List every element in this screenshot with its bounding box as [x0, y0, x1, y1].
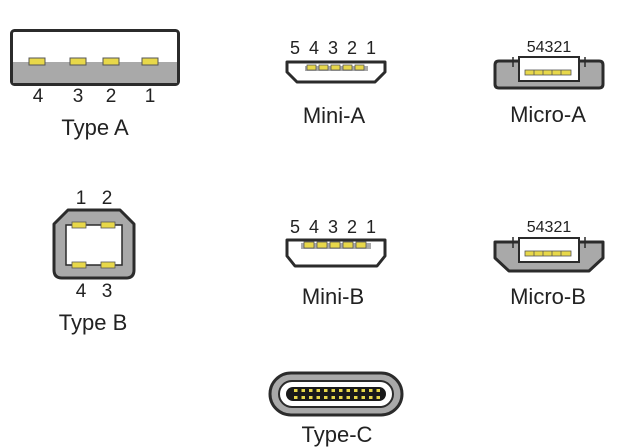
type-c-pin: [369, 389, 373, 392]
micro-a-connector-icon: [493, 54, 605, 92]
micro-b-connector-icon: [493, 234, 605, 274]
micro-b-pin-numbers: 54321: [526, 219, 572, 236]
type-c-connector-icon: [268, 371, 404, 417]
type-b-pin-2: 2: [101, 188, 113, 209]
type-c-pin: [339, 396, 343, 399]
type-c-pin: [309, 389, 313, 392]
type-c-pin: [324, 389, 328, 392]
type-b-pin-3: 3: [101, 281, 113, 302]
type-a-pin-1: 1: [144, 86, 156, 107]
type-c-pin: [316, 396, 320, 399]
type-c-pin: [294, 396, 298, 399]
micro-a-label: Micro-A: [510, 102, 586, 127]
type-c-pin: [346, 396, 350, 399]
type-a-pin-2: 2: [105, 86, 117, 107]
type-c-pin: [339, 389, 343, 392]
type-b-connector-icon: [52, 208, 136, 280]
mini-a-label: Mini-A: [302, 103, 366, 128]
type-b-pin-1: 1: [75, 188, 87, 209]
mini-a-pin-numbers: 5 4 3 2 1: [289, 38, 379, 58]
type-c-pin: [301, 389, 305, 392]
type-c-pin: [324, 396, 328, 399]
type-c-pin: [316, 389, 320, 392]
type-c-pin: [376, 396, 380, 399]
type-c-pin: [376, 389, 380, 392]
type-c-pin: [369, 396, 373, 399]
type-c-pin: [331, 389, 335, 392]
type-a-label: Type A: [61, 115, 129, 140]
type-c-pin: [309, 396, 313, 399]
type-b-pin-4: 4: [75, 281, 87, 302]
type-a-pin-3: 3: [72, 86, 84, 107]
type-c-pin: [346, 389, 350, 392]
type-c-pin: [354, 389, 358, 392]
type-c-pin: [354, 396, 358, 399]
type-c-pin: [294, 389, 298, 392]
type-b-label: Type B: [58, 310, 128, 335]
type-a-pin-4: 4: [32, 86, 44, 107]
mini-b-connector-icon: [285, 238, 387, 268]
mini-b-pin-numbers: 5 4 3 2 1: [289, 217, 379, 237]
type-a-connector-icon: [10, 29, 180, 86]
micro-a-pin-numbers: 54321: [526, 39, 572, 56]
mini-a-connector-icon: [285, 60, 387, 84]
mini-b-label: Mini-B: [301, 284, 365, 309]
type-c-pin: [331, 396, 335, 399]
type-c-pin: [301, 396, 305, 399]
type-c-pin: [361, 389, 365, 392]
micro-b-label: Micro-B: [510, 284, 586, 309]
type-c-pin: [361, 396, 365, 399]
type-c-label: Type-C: [301, 422, 373, 447]
